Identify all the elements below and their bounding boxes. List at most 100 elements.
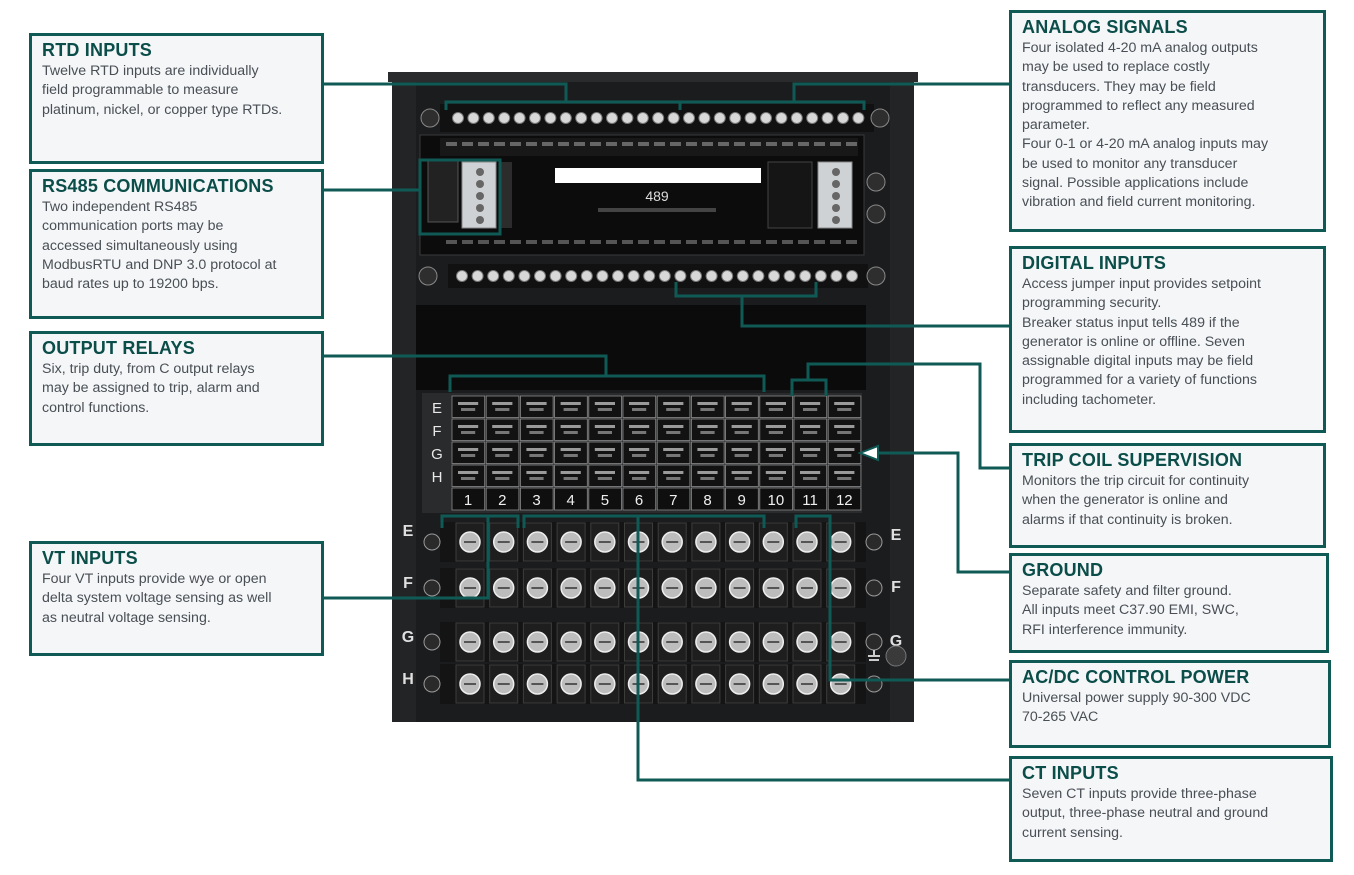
terminal-screw	[590, 112, 603, 124]
callout-body: Seven CT inputs provide three-phase outp…	[1022, 786, 1269, 841]
terminal-screw	[846, 270, 858, 282]
terminal-screw	[736, 270, 749, 282]
side-row-letter: E	[403, 523, 414, 540]
terminal-screw	[752, 270, 765, 282]
callout-body: Four VT inputs provide wye or open delta…	[42, 571, 272, 626]
terminal-screw	[775, 112, 788, 124]
terminal-screw	[544, 112, 557, 124]
terminal-number: 11	[802, 492, 818, 509]
terminal-number: 5	[601, 492, 609, 509]
terminal-screw	[690, 270, 702, 282]
device-white-panel	[555, 168, 761, 183]
terminal-screw	[729, 112, 742, 124]
terminal-screw	[705, 270, 718, 282]
terminal-screw	[698, 112, 711, 124]
grid-row-letter: G	[431, 446, 443, 463]
terminal-screw	[768, 270, 780, 282]
terminal-screw	[559, 112, 572, 124]
terminal-screw	[760, 112, 772, 124]
leader-lines	[323, 82, 1010, 782]
terminal-screw	[580, 270, 593, 282]
terminal-screw	[799, 270, 812, 282]
terminal-number: 8	[703, 492, 711, 509]
callout-title: ANALOG SIGNALS	[1022, 17, 1188, 37]
terminal-screw	[482, 112, 495, 124]
callout-body: Four isolated 4-20 mA analog outputs may…	[1022, 40, 1269, 211]
side-row-letter: G	[890, 633, 902, 650]
terminal-screw	[658, 270, 671, 282]
callout-body: Access jumper input provides setpoint pr…	[1022, 276, 1261, 408]
callout-analog-signals: ANALOG SIGNALS Four isolated 4-20 mA ana…	[1009, 10, 1326, 232]
terminal-screw	[852, 112, 865, 124]
terminal-screw	[565, 270, 578, 282]
ground-symbol-icon	[868, 645, 907, 667]
callout-title: GROUND	[1022, 560, 1104, 580]
terminal-screw	[814, 270, 827, 282]
terminal-screw	[713, 112, 726, 124]
terminal-screw	[529, 112, 541, 124]
callout-acdc-control-power: AC/DC CONTROL POWER Universal power supp…	[1009, 660, 1331, 748]
side-row-letter: E	[891, 527, 902, 544]
terminal-screw	[652, 112, 665, 124]
callout-body: Two independent RS485 communication port…	[42, 199, 277, 293]
terminal-screw	[806, 112, 819, 124]
terminal-number: 3	[532, 492, 540, 509]
mounting-screw	[866, 204, 886, 224]
terminal-screw	[790, 112, 803, 124]
terminal-screw	[549, 270, 562, 282]
terminal-number: 10	[768, 492, 785, 509]
callout-ct-inputs: CT INPUTS Seven CT inputs provide three-…	[1009, 756, 1333, 862]
mounting-screw	[420, 108, 440, 128]
terminal-screw	[612, 270, 624, 282]
terminal-screw	[674, 270, 687, 282]
terminal-screw	[518, 270, 531, 282]
grid-row-letter: H	[432, 469, 443, 486]
terminal-screw	[721, 270, 734, 282]
mounting-screw	[418, 266, 438, 286]
terminal-number: 1	[464, 492, 472, 509]
terminal-screw	[502, 270, 515, 282]
side-row-letter: G	[402, 629, 414, 646]
callout-ground: GROUND Separate safety and filter ground…	[1009, 553, 1329, 653]
terminal-screw	[783, 270, 796, 282]
callout-vt-inputs: VT INPUTS Four VT inputs provide wye or …	[29, 541, 324, 656]
terminal-screw	[575, 112, 588, 124]
terminal-screw	[534, 270, 546, 282]
terminal-number: 2	[498, 492, 506, 509]
callout-trip-coil-supervision: TRIP COIL SUPERVISION Monitors the trip …	[1009, 443, 1326, 548]
callout-title: TRIP COIL SUPERVISION	[1022, 450, 1243, 470]
callout-title: VT INPUTS	[42, 548, 138, 568]
callout-title: CT INPUTS	[1022, 763, 1119, 783]
terminal-screw	[452, 112, 464, 124]
callout-output-relays: OUTPUT RELAYS Six, trip duty, from C out…	[29, 331, 324, 446]
terminal-screw	[456, 270, 468, 282]
terminal-screw	[498, 112, 511, 124]
terminal-screw	[830, 270, 843, 282]
terminal-number: 6	[635, 492, 643, 509]
terminal-screw	[627, 270, 640, 282]
callout-title: AC/DC CONTROL POWER	[1022, 667, 1250, 687]
callout-title: DIGITAL INPUTS	[1022, 253, 1167, 273]
side-row-letter: F	[891, 579, 901, 596]
callout-rs485-communications: RS485 COMMUNICATIONS Two independent RS4…	[29, 169, 324, 319]
trip-arrow-icon	[857, 444, 879, 462]
terminal-screw	[596, 270, 609, 282]
callout-body: Twelve RTD inputs are individually field…	[42, 63, 283, 118]
callout-body: Separate safety and filter ground. All i…	[1022, 583, 1239, 638]
terminal-screw	[744, 112, 757, 124]
mounting-screw	[870, 108, 890, 128]
callout-title: RTD INPUTS	[42, 40, 152, 60]
terminal-screw	[471, 270, 484, 282]
callout-body: Monitors the trip circuit for continuity…	[1022, 473, 1250, 528]
terminal-screw	[487, 270, 500, 282]
callout-body: Six, trip duty, from C output relays may…	[42, 361, 260, 416]
device-model-label: 489	[645, 188, 669, 204]
terminal-screw	[643, 270, 656, 282]
callout-body: Universal power supply 90-300 VDC 70-265…	[1022, 690, 1251, 726]
terminal-screw	[513, 112, 526, 124]
callout-digital-inputs: DIGITAL INPUTS Access jumper input provi…	[1009, 246, 1326, 433]
terminal-screw	[467, 112, 480, 124]
grid-row-letter: E	[432, 400, 442, 417]
terminal-screw	[636, 112, 649, 124]
